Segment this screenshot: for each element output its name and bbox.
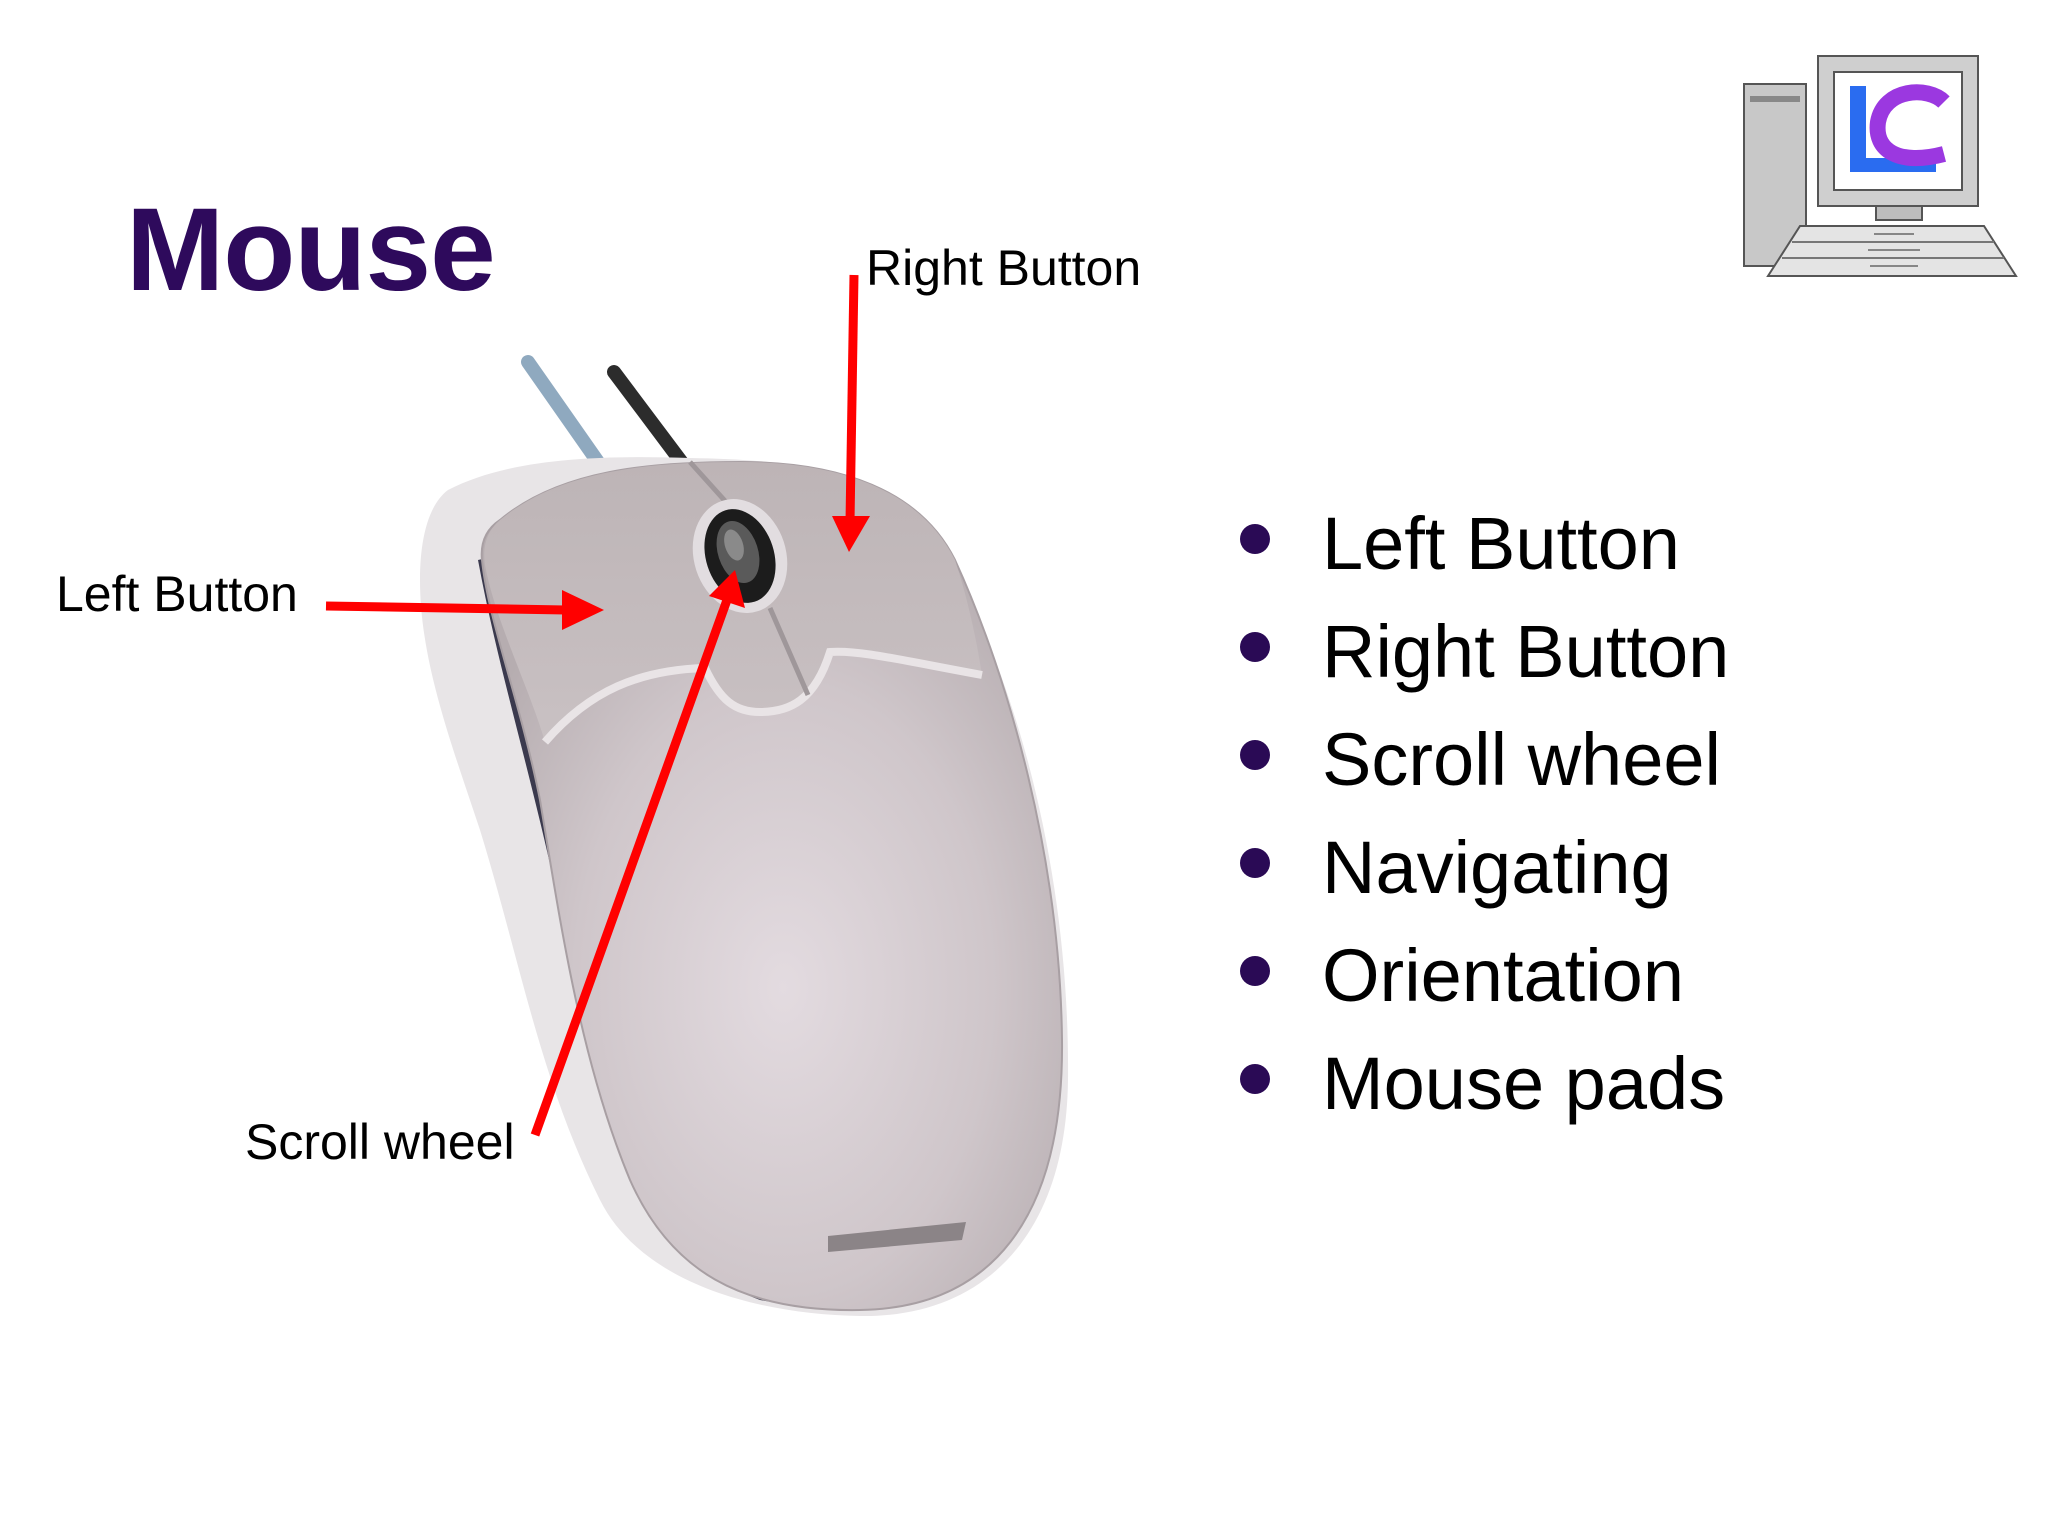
bullet-dot [1240, 524, 1270, 554]
list-item-text: Right Button [1322, 610, 1730, 693]
scroll-wheel-arrow [530, 598, 732, 1137]
list-item: Mouse pads [1240, 1030, 1729, 1138]
slide-title: Mouse [126, 184, 496, 316]
list-item: Right Button [1240, 598, 1729, 706]
list-item: Navigating [1240, 814, 1729, 922]
list-item: Left Button [1240, 490, 1729, 598]
list-item-text: Orientation [1322, 934, 1684, 1017]
left-button-arrow [325, 601, 567, 615]
bullet-dot [1240, 1064, 1270, 1094]
bullet-dot [1240, 956, 1270, 986]
callout-right-button: Right Button [866, 240, 1142, 296]
list-item-text: Navigating [1322, 826, 1672, 909]
mouse-logo-mark [828, 1222, 966, 1252]
logo-letter-c [1869, 84, 1950, 166]
bullet-dot [1240, 740, 1270, 770]
logo-letter-l [1850, 86, 1866, 172]
right-button-arrow [845, 274, 859, 523]
callout-arrows [325, 274, 870, 1137]
list-item-text: Mouse pads [1322, 1042, 1726, 1125]
bullet-list: Left Button Right Button Scroll wheel Na… [1240, 490, 1729, 1138]
list-item-text: Left Button [1322, 502, 1680, 585]
list-item: Orientation [1240, 922, 1729, 1030]
bullet-dot [1240, 632, 1270, 662]
scroll-wheel [692, 499, 788, 613]
callout-scroll-wheel: Scroll wheel [245, 1114, 515, 1170]
computer-icon [1743, 55, 2018, 277]
callout-left-button: Left Button [56, 566, 298, 622]
mouse-cable [521, 355, 693, 475]
button-divider-line [541, 647, 983, 745]
list-item: Scroll wheel [1240, 706, 1729, 814]
bullet-dot [1240, 848, 1270, 878]
list-item-text: Scroll wheel [1322, 718, 1721, 801]
